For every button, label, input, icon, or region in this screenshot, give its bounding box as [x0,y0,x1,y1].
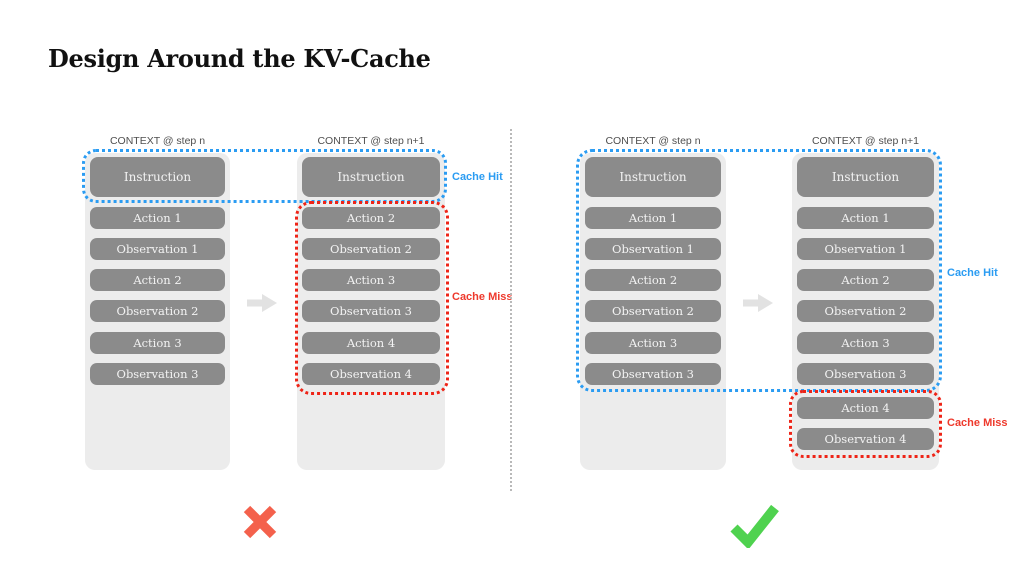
context-block: Action 3 [90,332,225,354]
context-block: Instruction [302,157,440,197]
context-block: Instruction [90,157,225,197]
context-block: Observation 1 [585,238,721,260]
context-block: Observation 2 [797,300,934,322]
context-block: Observation 4 [797,428,934,450]
context-block: Action 2 [797,269,934,291]
context-block: Instruction [797,157,934,197]
check-icon [730,504,779,548]
context-block: Action 3 [797,332,934,354]
context-block: Observation 3 [302,300,440,322]
context-block: Instruction [585,157,721,197]
context-block: Action 1 [90,207,225,229]
left-context-step-n1-header: CONTEXT @ step n+1 [317,135,425,147]
context-block: Action 4 [302,332,440,354]
context-block: Action 1 [585,207,721,229]
context-block: Observation 3 [585,363,721,385]
context-block: Observation 1 [797,238,934,260]
context-block: Observation 3 [797,363,934,385]
context-block: Action 4 [797,397,934,419]
context-block: Observation 2 [585,300,721,322]
context-block: Observation 4 [302,363,440,385]
context-block: Action 1 [797,207,934,229]
left-context-step-n-header: CONTEXT @ step n [109,135,206,147]
context-block: Observation 2 [90,300,225,322]
context-block: Observation 2 [302,238,440,260]
context-block: Action 2 [585,269,721,291]
left-cache-hit-label: Cache Hit [452,171,503,183]
right-cache-miss-label: Cache Miss [947,417,1008,429]
context-block: Observation 3 [90,363,225,385]
context-block: Action 3 [302,269,440,291]
context-block: Action 3 [585,332,721,354]
right-panel-context-n1-column: Instruction Action 1 Observation 1 Actio… [792,153,939,470]
page-title: Design Around the KV-Cache [48,44,431,73]
cross-icon [243,505,277,539]
right-arrow-icon [743,294,773,312]
right-cache-hit-label: Cache Hit [947,267,998,279]
context-block: Observation 1 [90,238,225,260]
left-cache-miss-label: Cache Miss [452,291,513,303]
vertical-dotted-divider [510,129,512,491]
left-panel-context-n-column: Instruction Action 1 Observation 1 Actio… [85,153,230,470]
left-panel-context-n1-column: Instruction Action 2 Observation 2 Actio… [297,153,445,470]
context-block: Action 2 [90,269,225,291]
right-panel-context-n-column: Instruction Action 1 Observation 1 Actio… [580,153,726,470]
right-arrow-icon [247,294,277,312]
right-context-step-n1-header: CONTEXT @ step n+1 [811,135,920,147]
right-context-step-n-header: CONTEXT @ step n [605,135,701,147]
context-block: Action 2 [302,207,440,229]
